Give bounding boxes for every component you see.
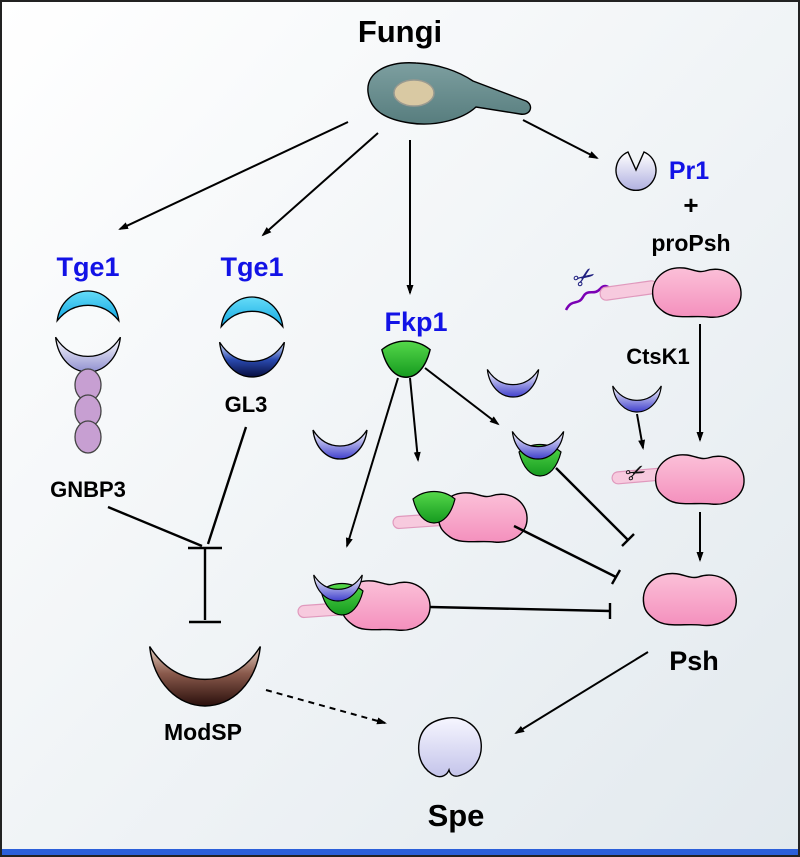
ctsk1-label: CtsK1: [626, 344, 690, 369]
arrow-psh-to-spe: [514, 651, 649, 735]
inhibition-complex-b-to-psh: [429, 603, 612, 619]
line-gnbp3-to-junction: [107, 505, 203, 548]
propsh-label: proPsh: [651, 230, 730, 256]
psh-bean-icon: [654, 454, 745, 505]
arrow-fungi-to-tge1-mid: [261, 132, 379, 237]
pr1-label: Pr1: [669, 157, 709, 185]
pr1-pacman-icon: [615, 151, 657, 192]
gnbp3-beads-icon: [74, 368, 102, 454]
modsp-label: ModSP: [164, 719, 242, 745]
arrow-fungi-to-tge1-left: [118, 121, 349, 230]
green-pink-complex: [392, 490, 528, 543]
arrow-fungi-to-pr1: [522, 119, 599, 159]
tge1-left-label: Tge1: [56, 252, 119, 282]
fungus-cell: [367, 62, 532, 125]
footer-blue-bar: [2, 849, 798, 855]
arrow-fkp1-to-complex-a: [409, 377, 421, 462]
fkp1-label: Fkp1: [384, 307, 447, 337]
plus-label: +: [683, 190, 698, 220]
gl3-label: GL3: [225, 392, 268, 417]
blue-green-pink-complex: [297, 574, 431, 631]
fungus-nucleus: [393, 79, 435, 107]
gnbp3-label: GNBP3: [50, 477, 126, 502]
arrow-fkp1-to-blue-green-complex: [424, 367, 500, 426]
fungi-label: Fungi: [358, 14, 442, 49]
dashed-arrow-modsp-to-spe: [265, 689, 387, 725]
psh-label: Psh: [669, 646, 719, 676]
tge1-mid-label: Tge1: [220, 252, 283, 282]
spe-blob-icon: [417, 717, 482, 778]
propeptide-squiggle-icon: [564, 284, 613, 311]
inhibition-blue-green-to-psh: [555, 467, 635, 547]
line-gl3-to-junction: [206, 426, 248, 545]
propsh-bean-icon: [651, 267, 742, 318]
psh-bean-icon: [642, 572, 737, 627]
inhibition-complex-a-to-psh: [513, 524, 622, 585]
spe-label: Spe: [428, 798, 485, 833]
arrow-ctsk1-to-cleavage: [636, 413, 646, 450]
arrow-fkp1-to-complex-b: [345, 377, 399, 548]
